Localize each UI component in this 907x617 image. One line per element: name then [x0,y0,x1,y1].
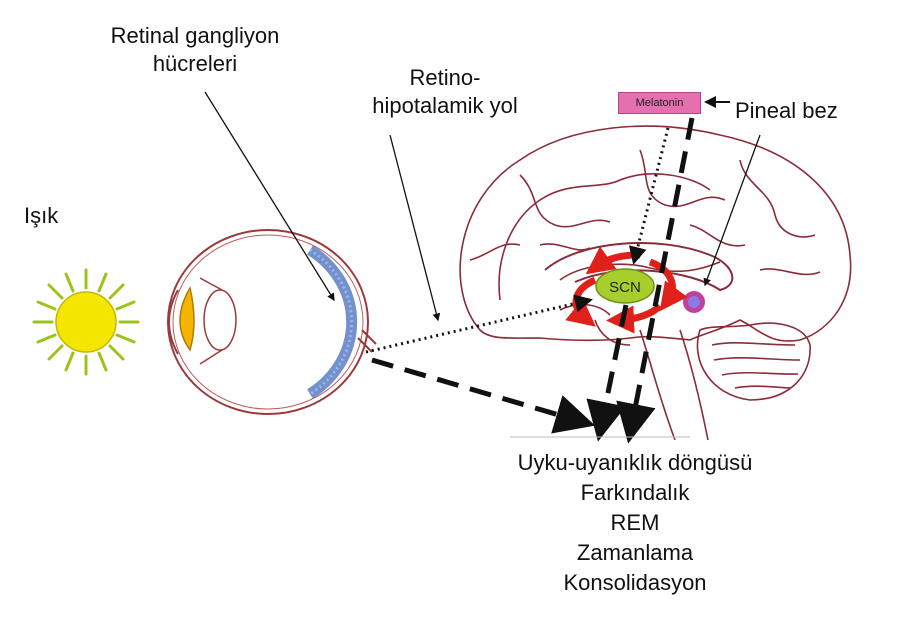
pineal-gland [683,291,705,313]
outcome-item: Farkındalık [470,478,800,508]
scn-to-outcome-arrow [602,305,626,422]
outcome-item: Konsolidasyon [470,568,800,598]
sun-icon [34,270,138,374]
pineal-label: Pineal bez [735,97,838,125]
outcome-list: Uyku-uyanıklık döngüsü Farkındalık REM Z… [470,448,800,598]
eye-to-outcome-arrow [372,360,576,420]
retinohypothalamic-label: Retino- hipotalamik yol [330,64,560,119]
retinohypothalamic-path [366,300,590,352]
scn-label: SCN [609,279,641,296]
eye-icon [168,230,376,414]
pineal-pointer [705,135,760,285]
brain-icon [460,126,851,440]
scn-node: SCN [596,269,654,303]
light-label: Işık [24,202,58,230]
melatonin-box: Melatonin [618,92,701,114]
outcome-item: Zamanlama [470,538,800,568]
outcome-item: Uyku-uyanıklık döngüsü [470,448,800,478]
retinal-ganglion-label: Retinal gangliyon hücreleri [70,22,320,77]
retinohypothalamic-pointer [390,135,438,320]
outcome-item: REM [470,508,800,538]
